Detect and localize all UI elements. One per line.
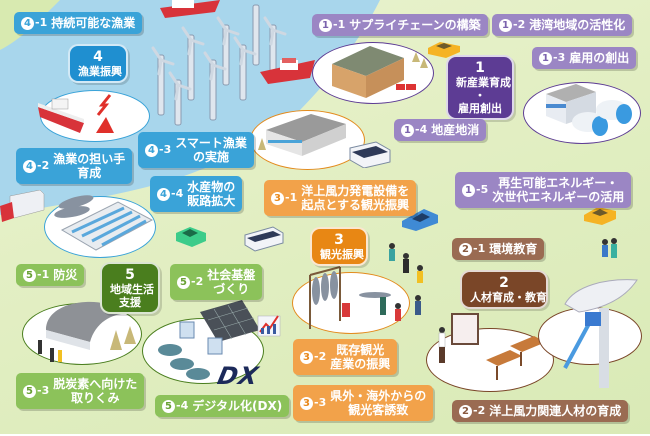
classroom-teacher-illustration (438, 313, 546, 380)
tourists-people-illustration (389, 243, 423, 321)
fish-tourism-scene (292, 272, 410, 334)
offshore-wind-turbines-illustration (151, 0, 315, 126)
bus-icon-2 (244, 226, 284, 252)
yellow-car-icon-2 (584, 207, 616, 225)
dx-logo-text: DX (215, 362, 262, 390)
turbine-nacelle-illustration (563, 279, 638, 388)
workers-pair-icon (602, 238, 617, 258)
warehouse-building-illustration (332, 46, 428, 98)
fishing-boat-and-alarm-icon (38, 94, 114, 133)
truck-icon (0, 190, 45, 222)
fish-farm-pens-illustration (54, 195, 154, 251)
hydrogen-tanks-illustration (546, 84, 632, 136)
fish-market-building-illustration (258, 114, 346, 156)
yellow-car-icon (428, 42, 460, 58)
fish-drying-rack-illustration (309, 266, 391, 329)
bus-icon (349, 141, 391, 168)
blue-car-icon (402, 209, 438, 231)
green-car-icon (176, 227, 206, 247)
solar-panels-ev-charging-illustration (158, 300, 281, 380)
